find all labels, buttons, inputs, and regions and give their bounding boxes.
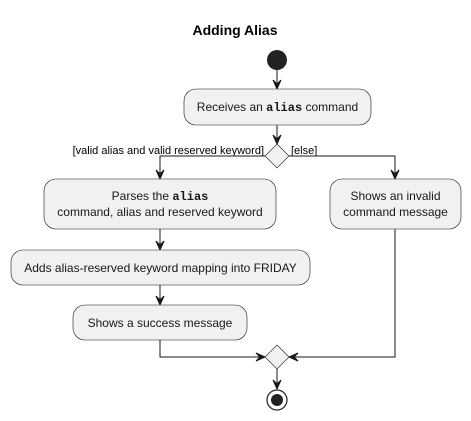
arrowhead bbox=[287, 352, 299, 362]
action-show-success-message: Shows a success message bbox=[72, 304, 248, 341]
end-node bbox=[266, 389, 288, 411]
arrowhead bbox=[272, 79, 282, 91]
start-node bbox=[267, 50, 287, 70]
guard-valid: [valid alias and valid reserved keyword] bbox=[73, 145, 264, 157]
add-mapping-label: Adds alias-reserved keyword mapping into… bbox=[24, 261, 297, 275]
guard-else: [else] bbox=[291, 145, 317, 157]
svg-text:Parses the alias: Parses the alias bbox=[112, 189, 209, 204]
parse-line2: command, alias and reserved keyword bbox=[57, 205, 262, 219]
edge-decision-to-parse bbox=[159, 155, 265, 176]
svg-text:Receives an alias command: Receives an alias command bbox=[197, 100, 358, 115]
arrowhead bbox=[155, 169, 165, 181]
arrowhead bbox=[272, 379, 282, 391]
decision-diamond bbox=[264, 143, 290, 169]
arrowhead bbox=[155, 240, 165, 252]
invalid-line2: command message bbox=[343, 205, 448, 219]
receive-code: alias bbox=[266, 101, 302, 115]
action-add-mapping: Adds alias-reserved keyword mapping into… bbox=[10, 249, 311, 286]
receive-suffix: command bbox=[302, 100, 358, 114]
success-label: Shows a success message bbox=[88, 316, 233, 330]
arrowhead bbox=[390, 169, 400, 181]
arrowhead bbox=[155, 295, 165, 307]
arrowhead bbox=[272, 134, 282, 146]
invalid-line1: Shows an invalid bbox=[350, 189, 440, 203]
edge-invalid-to-merge bbox=[292, 229, 396, 358]
arrowhead bbox=[255, 352, 267, 362]
merge-diamond bbox=[264, 344, 290, 370]
parse-line1-code: alias bbox=[172, 190, 208, 204]
action-receive-alias-command: Receives an alias command bbox=[183, 88, 372, 126]
action-show-invalid-message: Shows an invalid command message bbox=[329, 178, 462, 230]
diagram-title: Adding Alias bbox=[192, 22, 277, 38]
edge-decision-to-invalid bbox=[289, 155, 396, 176]
edge-success-to-merge bbox=[159, 340, 262, 358]
action-parse-alias: Parses the alias command, alias and rese… bbox=[43, 178, 277, 230]
receive-prefix: Receives an bbox=[197, 100, 266, 114]
parse-line1-prefix: Parses the bbox=[112, 189, 173, 203]
